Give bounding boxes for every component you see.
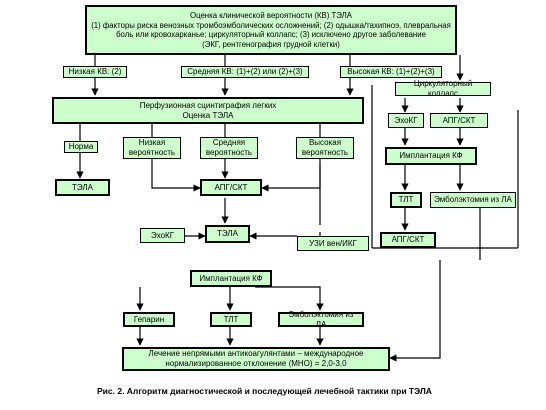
echo-box-2: ЭхоКГ <box>388 113 424 128</box>
treatment-box: Лечение непрямыми антикоагулянтами – меж… <box>122 347 390 371</box>
arrow-right-to-treatment <box>389 260 441 362</box>
clinical-probability-box: Оценка клинической вероятности (КВ) ТЭЛА… <box>85 5 457 55</box>
low-probability-label: Низкая вероятность <box>123 137 181 159</box>
heparin-box: Гепарин <box>123 312 175 327</box>
mid-probability-label: Средняя вероятность <box>200 137 258 159</box>
arrow-implant2-to-embol2 <box>255 286 324 311</box>
circulatory-collapse-box: Циркуляторный коллапс <box>395 79 491 98</box>
apg-ckt-box-2: АПГ/СКТ <box>430 113 488 128</box>
tela-box-2: ТЭЛА <box>205 225 250 243</box>
figure-caption: Рис. 2. Алгоритм диагностической и после… <box>97 386 432 396</box>
high-probability-label: Высокая вероятность <box>296 137 354 159</box>
echo-box-1: ЭхоКГ <box>140 228 185 243</box>
embolectomy-box-1: Эмболэктомия из ЛА <box>430 192 516 208</box>
high-cv-label: Высокая КВ: (1)+(2)+(3) <box>340 66 442 78</box>
tlt-box-1: ТЛТ <box>390 192 422 208</box>
uzi-box: УЗИ вен/ИКГ <box>297 236 369 251</box>
embolectomy-box-2: Эмболэктомия из ЛА <box>278 310 364 329</box>
tlt-box-2: ТЛТ <box>210 312 252 327</box>
apg-ckt-box-1: АПГ/СКТ <box>200 179 262 196</box>
perfusion-scintigraphy-box: Перфузионная сцинтиграфия легких Оценка … <box>52 97 364 124</box>
implant-cf-box-2: Имплантация КФ <box>190 270 272 287</box>
apg-ckt-box-3: АПГ/СКТ <box>380 232 436 248</box>
low-cv-label: Низкая КВ: (2) <box>63 66 127 78</box>
norm-label: Норма <box>64 141 98 153</box>
tela-box-1: ТЭЛА <box>55 179 110 196</box>
implant-cf-box-1: Имплантация КФ <box>385 147 477 165</box>
mid-cv-label: Средняя КВ: (1)+(2) или (2)+(3) <box>181 66 309 78</box>
